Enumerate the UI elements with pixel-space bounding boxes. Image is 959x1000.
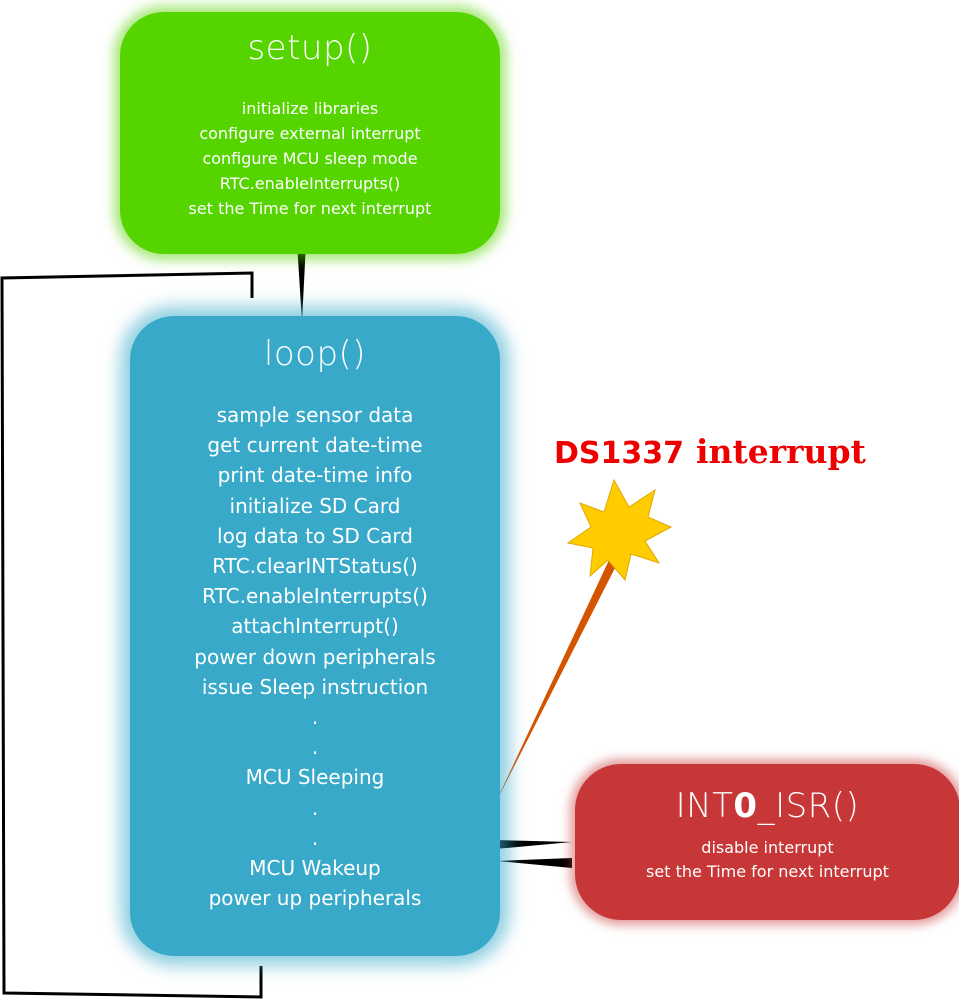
loop-line: MCU Wakeup [249, 856, 381, 881]
loop-line: . [311, 735, 319, 760]
isr-title-bold: 0 [733, 786, 758, 826]
isr-to-loop-arrow [495, 840, 572, 849]
starburst-icon [566, 478, 673, 582]
setup-block: setup() initialize libraries configure e… [120, 12, 500, 254]
loop-line: log data to SD Card [217, 523, 413, 548]
loop-line: . [311, 795, 319, 820]
loop-line: power up peripherals [208, 886, 422, 911]
setup-line: RTC.enableInterrupts() [219, 174, 401, 193]
loop-to-isr-arrow [497, 858, 572, 868]
loop-line: get current date-time [207, 433, 423, 458]
isr-block: INT0_ISR() disable interrupt set the Tim… [575, 764, 959, 920]
loop-line: . [311, 705, 319, 730]
setup-line: initialize libraries [241, 99, 379, 118]
isr-title-prefix: INT [675, 786, 734, 826]
loop-line: print date-time info [217, 463, 413, 488]
loop-line: sample sensor data [216, 403, 414, 427]
isr-lines: disable interrupt set the Time for next … [575, 836, 959, 884]
loop-line: power down peripherals [194, 644, 436, 669]
setup-line: configure MCU sleep mode [202, 149, 418, 168]
interrupt-label-device: DS1337 [554, 436, 685, 471]
loop-line: issue Sleep instruction [201, 674, 429, 699]
isr-title: INT0_ISR() [575, 786, 959, 826]
interrupt-bolt [494, 560, 616, 806]
isr-line: disable interrupt [701, 838, 834, 857]
loop-line: initialize SD Card [229, 493, 401, 518]
isr-title-suffix: _ISR() [757, 786, 860, 826]
loop-back-line [0, 271, 263, 999]
loop-line: . [311, 825, 319, 850]
setup-title: setup() [247, 28, 373, 68]
loop-title: loop() [263, 334, 367, 374]
setup-line: set the Time for next interrupt [188, 199, 432, 218]
loop-block: loop() sample sensor data get current da… [130, 316, 500, 956]
setup-to-loop-arrow [297, 243, 306, 322]
interrupt-label-word: interrupt [696, 432, 866, 471]
loop-line: RTC.clearINTStatus() [212, 554, 418, 579]
isr-line: set the Time for next interrupt [646, 862, 889, 881]
setup-line: configure external interrupt [199, 124, 421, 143]
loop-line: RTC.enableInterrupts() [202, 584, 428, 609]
loop-line: MCU Sleeping [245, 765, 385, 790]
loop-lines: sample sensor data get current date-time… [130, 400, 500, 913]
loop-line: attachInterrupt() [231, 614, 399, 639]
interrupt-label: DS1337 interrupt [554, 432, 866, 471]
setup-lines: initialize libraries configure external … [120, 96, 500, 221]
